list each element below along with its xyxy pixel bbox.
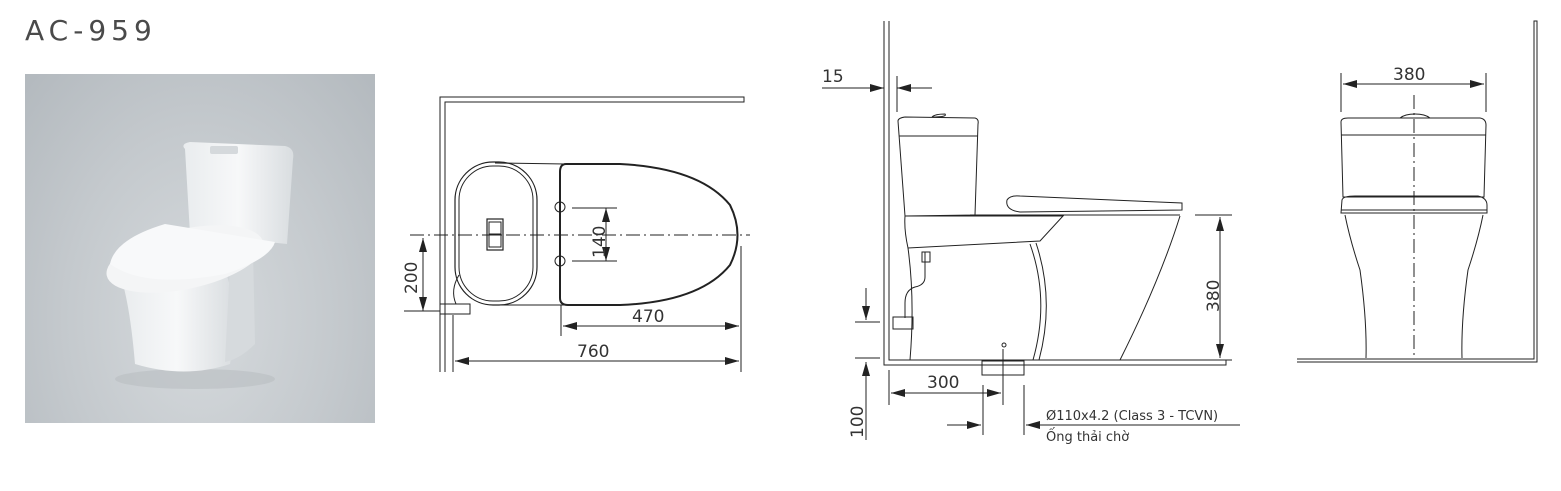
product-photo bbox=[25, 74, 375, 423]
dim-rough-in-offset: 200 bbox=[402, 262, 422, 294]
dim-total-length: 760 bbox=[577, 342, 609, 362]
dim-mounting-spacing: 140 bbox=[590, 226, 610, 258]
product-model-title: AC-959 bbox=[25, 14, 157, 47]
dim-seat-length: 470 bbox=[632, 307, 664, 327]
toilet-photo-illustration bbox=[106, 142, 294, 389]
